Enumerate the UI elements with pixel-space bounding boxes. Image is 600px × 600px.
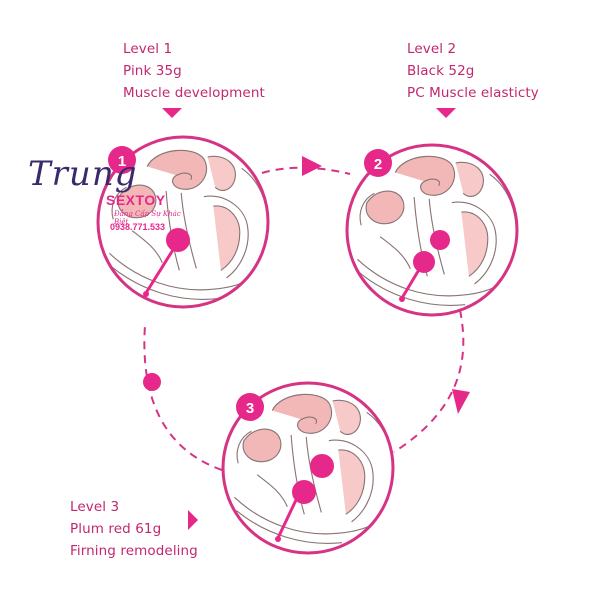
- level-1-benefit: Muscle development: [123, 85, 265, 101]
- stage-3-badge: [236, 393, 264, 421]
- flow-arrow-icon: [302, 156, 322, 176]
- level-3-label: Level 3 Plum red 61g Firning remodeling: [70, 496, 198, 562]
- level-2-weight: Black 52g: [407, 63, 475, 79]
- watermark-logo: Trung SEXTOY Đẳng Cấp Sự Khác Biệt 0938.…: [22, 150, 182, 260]
- kegel-ball-icon: [399, 230, 450, 302]
- watermark-tagline: Đẳng Cấp Sự Khác Biệt: [114, 210, 181, 226]
- watermark-brand: SEXTOY: [106, 192, 166, 208]
- watermark-phone: 0938.771.533: [110, 222, 166, 232]
- pointer-triangle-icon: [436, 108, 456, 118]
- flow-arrow-icon: [452, 389, 470, 414]
- stage-2-circle: [345, 143, 519, 317]
- stage-3-number: 3: [246, 400, 254, 417]
- stage-1-badge: [108, 146, 136, 174]
- connector-3-to-1: [143, 324, 223, 471]
- level-3-weight: Plum red 61g: [70, 521, 162, 537]
- flow-dot-icon: [143, 373, 161, 391]
- level-2-title: Level 2: [407, 41, 457, 57]
- level-1-weight: Pink 35g: [123, 63, 182, 79]
- stage-1-number: 1: [118, 153, 126, 170]
- level-3-title: Level 3: [70, 499, 120, 515]
- watermark-script: Trung: [28, 154, 138, 194]
- level-3-benefit: Firning remodeling: [70, 543, 198, 559]
- pointer-triangle-icon: [162, 108, 182, 118]
- level-2-label: Level 2 Black 52g PC Muscle elasticty: [407, 38, 539, 104]
- kegel-ball-icon: [275, 454, 334, 542]
- level-1-title: Level 1: [123, 41, 173, 57]
- level-1-label: Level 1 Pink 35g Muscle development: [123, 38, 265, 104]
- stage-1-circle: [96, 135, 270, 309]
- stage-2-number: 2: [374, 156, 382, 173]
- kegel-ball-icon: [143, 228, 190, 297]
- stage-3-circle: [221, 381, 395, 555]
- level-2-benefit: PC Muscle elasticty: [407, 85, 539, 101]
- stage-2-badge: [364, 149, 392, 177]
- connector-2-to-3: [393, 309, 465, 453]
- pointer-triangle-icon: [188, 510, 198, 530]
